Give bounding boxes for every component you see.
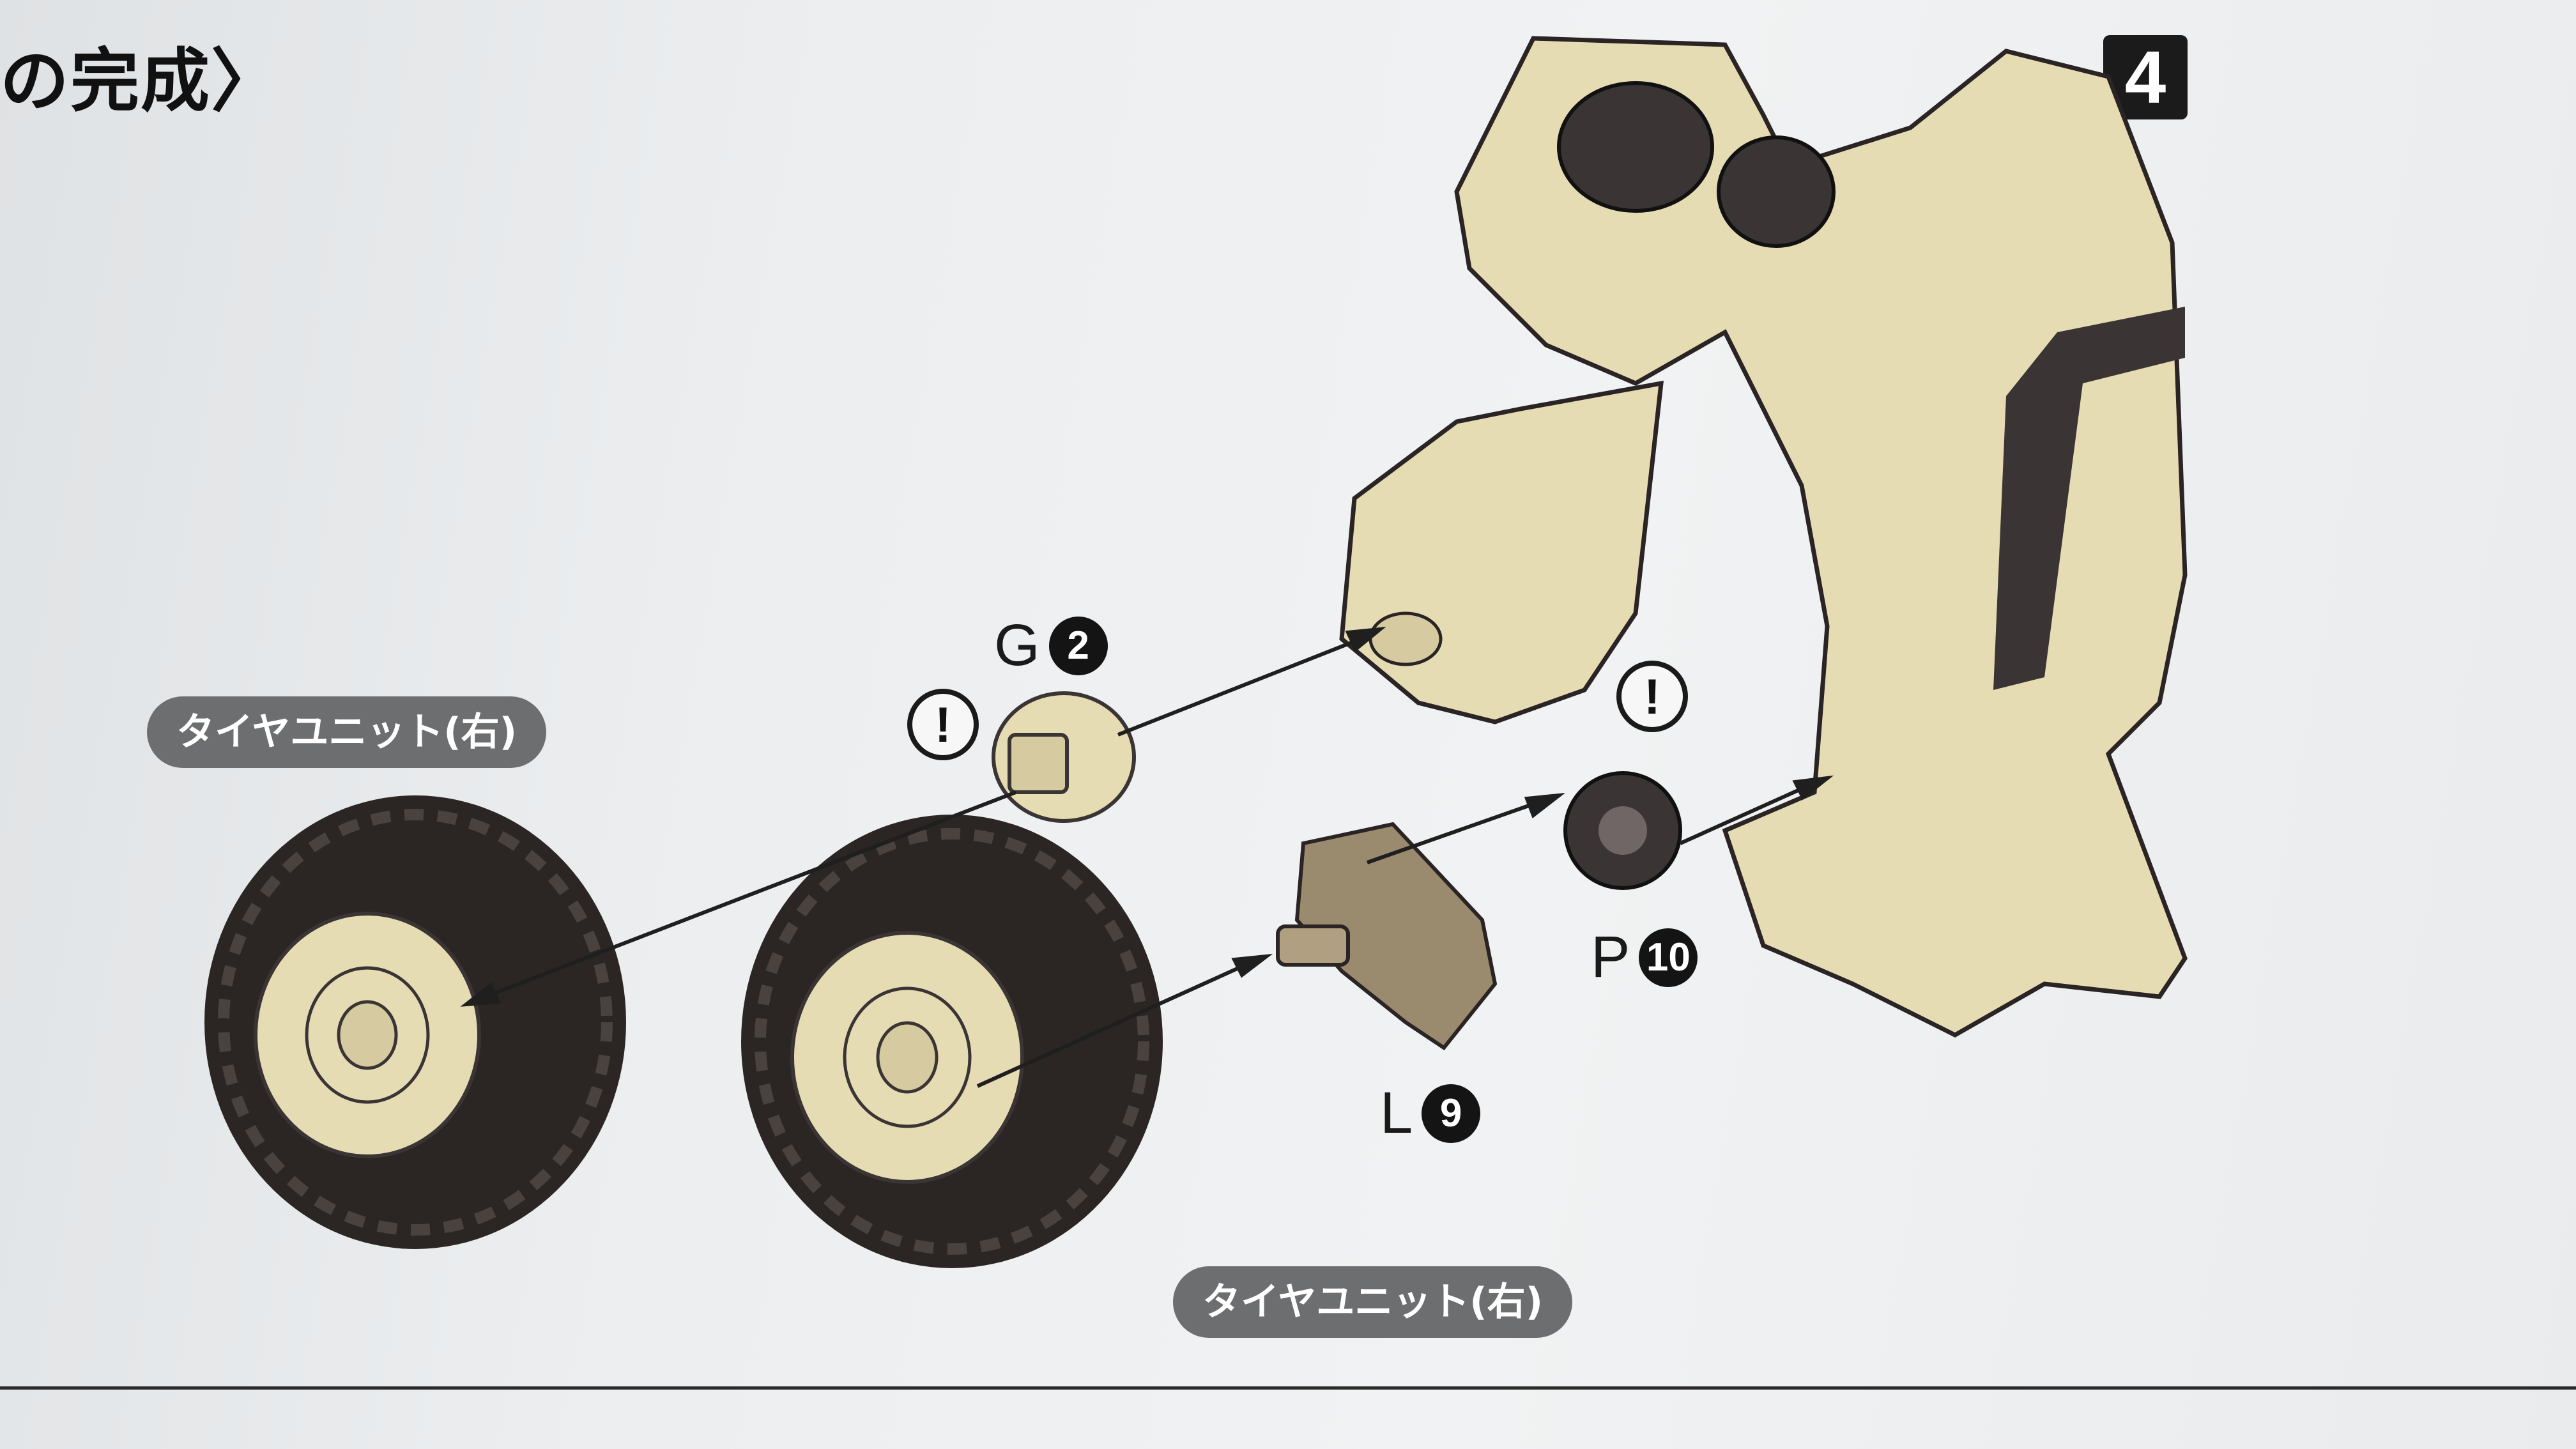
shoulder-part [1339,380,1664,724]
part-l9-bracket [1276,822,1498,1051]
part-letter: G [994,613,1040,678]
part-label-l9: L 9 [1380,1080,1481,1147]
part-g2-hub [992,691,1136,823]
caution-icon: ! [907,689,979,760]
part-letter: P [1591,924,1630,990]
part-letter: L [1380,1080,1413,1146]
right-tire [741,815,1163,1268]
part-number: 9 [1422,1084,1481,1143]
caution-icon: ! [1616,661,1688,732]
robot-body [1454,36,2188,1038]
part-number: 2 [1048,616,1108,675]
part-label-g2: G 2 [994,612,1108,679]
left-tire [204,795,626,1249]
part-number: 10 [1639,928,1698,987]
part-label-p10: P 10 [1591,924,1698,991]
tire-unit-label-left: タイヤユニット(右) [147,696,547,768]
page-divider [0,1386,2576,1390]
tire-unit-label-right: タイヤユニット(右) [1173,1266,1573,1338]
assembly-arrows [460,627,1834,1088]
section-heading: の完成〉 [0,42,282,121]
part-p10-joint [1563,771,1682,890]
